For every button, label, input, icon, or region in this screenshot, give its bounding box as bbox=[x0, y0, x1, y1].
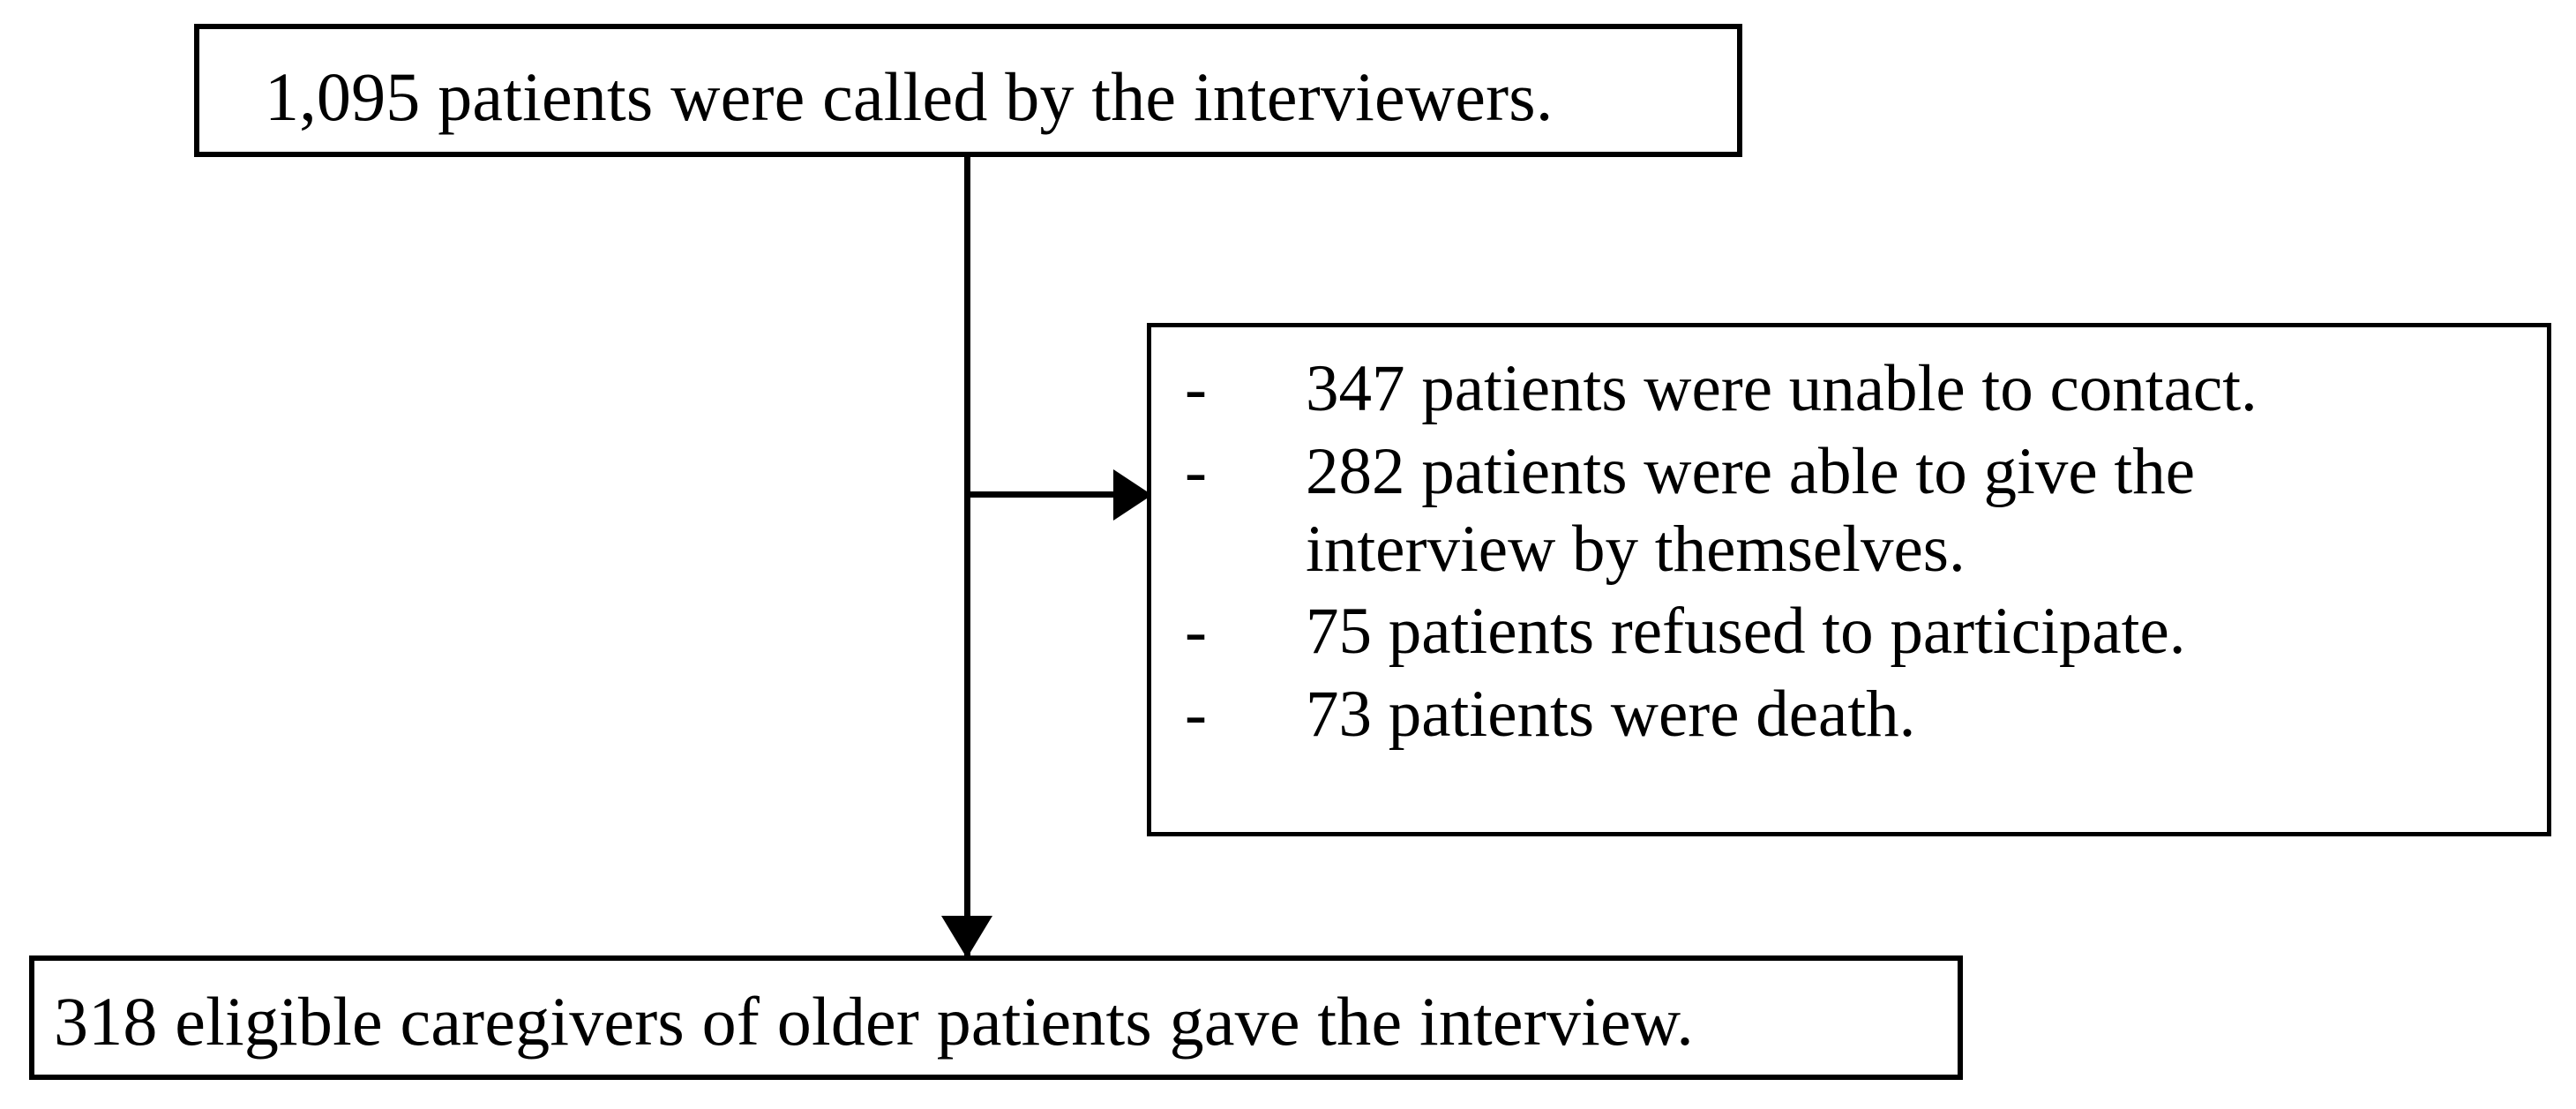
bullet-dash-icon: - bbox=[1185, 595, 1207, 669]
list-item: - 75 patients refused to participate. bbox=[1178, 593, 2535, 671]
bullet-dash-icon: - bbox=[1185, 678, 1207, 751]
horizontal-branch-line bbox=[964, 491, 1120, 498]
bullet-dash-icon: - bbox=[1185, 352, 1207, 425]
down-arrowhead-icon bbox=[941, 916, 992, 958]
box-patients-called-label: 1,095 patients were called by the interv… bbox=[265, 58, 1554, 135]
list-item-label: 347 patients were unable to contact. bbox=[1306, 352, 2258, 425]
box-enrolled-caregivers-label: 318 eligible caregivers of older patient… bbox=[54, 983, 1694, 1060]
list-item-label: 75 patients refused to participate. bbox=[1306, 595, 2186, 669]
box-excluded-patients: - 347 patients were unable to contact. -… bbox=[1147, 323, 2551, 836]
list-item: - 282 patients were able to give the int… bbox=[1178, 433, 2535, 588]
excluded-reasons-list: - 347 patients were unable to contact. -… bbox=[1178, 350, 2535, 759]
right-arrowhead-icon bbox=[1113, 469, 1152, 521]
list-item: - 347 patients were unable to contact. bbox=[1178, 350, 2535, 428]
box-enrolled-caregivers: 318 eligible caregivers of older patient… bbox=[29, 955, 1963, 1080]
box-patients-called: 1,095 patients were called by the interv… bbox=[194, 24, 1742, 157]
vertical-connector-line bbox=[964, 155, 970, 956]
bullet-dash-icon: - bbox=[1185, 434, 1207, 508]
list-item-label: 282 patients were able to give the inter… bbox=[1306, 434, 2195, 586]
list-item: - 73 patients were death. bbox=[1178, 676, 2535, 753]
list-item-label: 73 patients were death. bbox=[1306, 678, 1916, 751]
